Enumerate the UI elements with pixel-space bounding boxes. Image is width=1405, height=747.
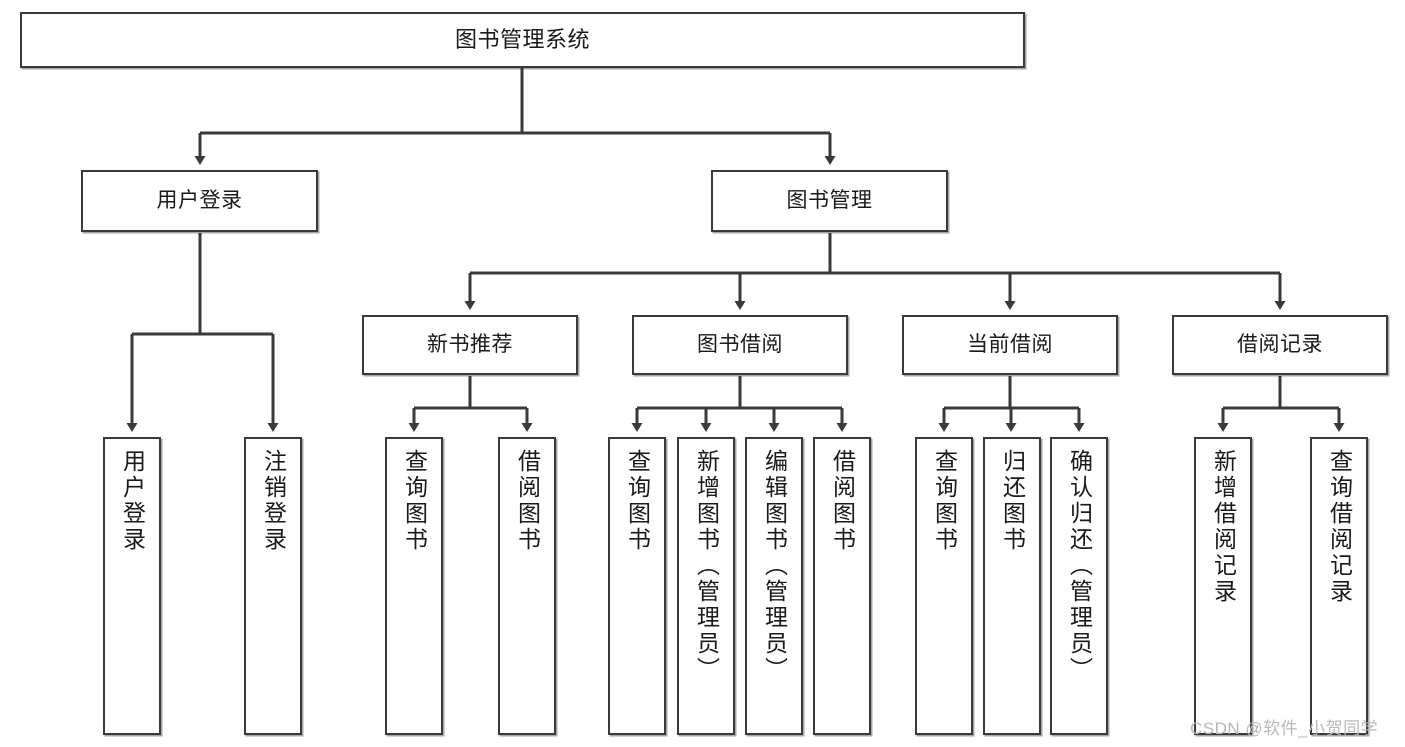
node-new-book-recommend[interactable]: 新书推荐: [362, 315, 578, 375]
node-book-borrow[interactable]: 图书借阅: [632, 315, 848, 375]
node-label: 图书管理: [786, 188, 873, 212]
leaf-add-borrow-record[interactable]: 新增借阅记录: [1194, 437, 1252, 735]
node-label: 借阅图书: [829, 449, 856, 553]
node-label: 用户登录: [156, 188, 243, 212]
node-label: 图书借阅: [697, 332, 783, 356]
node-label: 归还图书: [999, 449, 1026, 553]
leaf-confirm-return[interactable]: 确认归还（管理员）: [1050, 437, 1108, 735]
node-label: 注销登录: [260, 449, 287, 553]
leaf-borrow-book[interactable]: 借阅图书: [813, 437, 871, 735]
node-label: 确认归还（管理员）: [1066, 449, 1093, 683]
leaf-borrow-book-recommend[interactable]: 借阅图书: [498, 437, 556, 735]
leaf-query-book-current[interactable]: 查询图书: [915, 437, 973, 735]
node-label: 当前借阅: [967, 332, 1053, 356]
leaf-query-book-borrow[interactable]: 查询图书: [608, 437, 666, 735]
csdn-watermark: CSDN @软件_小贺同学: [1190, 719, 1379, 738]
node-label: 查询图书: [624, 449, 651, 553]
node-label: 查询借阅记录: [1326, 449, 1353, 605]
node-label: 借阅图书: [514, 449, 541, 553]
leaf-query-borrow-record[interactable]: 查询借阅记录: [1310, 437, 1368, 735]
leaf-query-book-recommend[interactable]: 查询图书: [385, 437, 443, 735]
leaf-return-book[interactable]: 归还图书: [983, 437, 1041, 735]
node-label: 编辑图书（管理员）: [761, 449, 788, 683]
leaf-logout-login[interactable]: 注销登录: [244, 437, 302, 735]
node-book-management[interactable]: 图书管理: [711, 170, 948, 232]
node-label: 新增图书（管理员）: [693, 449, 720, 683]
node-label: 新增借阅记录: [1210, 449, 1237, 605]
node-user-login[interactable]: 用户登录: [81, 170, 318, 232]
node-label: 用户登录: [119, 449, 146, 553]
node-label: 查询图书: [931, 449, 958, 553]
node-root-system[interactable]: 图书管理系统: [20, 12, 1025, 68]
node-label: 借阅记录: [1237, 332, 1323, 356]
leaf-edit-book[interactable]: 编辑图书（管理员）: [745, 437, 803, 735]
node-label: 查询图书: [401, 449, 428, 553]
node-label: 新书推荐: [427, 332, 513, 356]
node-current-borrow[interactable]: 当前借阅: [902, 315, 1118, 375]
leaf-add-book[interactable]: 新增图书（管理员）: [677, 437, 735, 735]
leaf-user-login[interactable]: 用户登录: [103, 437, 161, 735]
node-borrow-record[interactable]: 借阅记录: [1172, 315, 1388, 375]
node-label: 图书管理系统: [454, 27, 590, 53]
